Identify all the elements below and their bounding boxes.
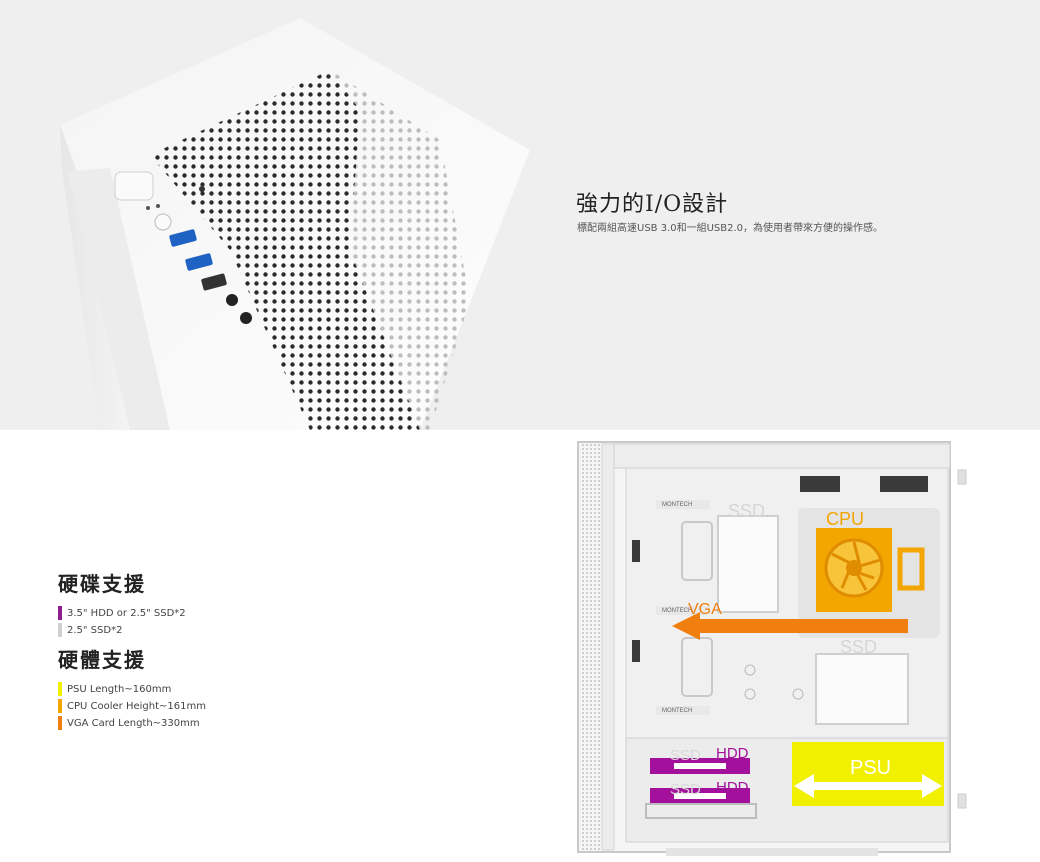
brand-tag-top: MONTECH (662, 502, 693, 508)
ssd-bay-2-label: SSD (670, 781, 701, 798)
hardware-support-heading: 硬體支援 (58, 648, 146, 672)
ssd-color-bar (58, 623, 62, 637)
spec-item-psu: PSU Length~160mm (58, 681, 206, 697)
psu-color-bar (58, 682, 62, 696)
vga-color-bar (58, 716, 62, 730)
ssd-top-label: SSD (728, 501, 766, 521)
storage-support-panel: 硬碟支援 3.5" HDD or 2.5" SSD*2 2.5" SSD*2 (58, 568, 186, 639)
storage-support-heading: 硬碟支援 (58, 572, 146, 596)
io-title: 強力的I/O設計 (576, 192, 729, 217)
hardware-support-list: PSU Length~160mm CPU Cooler Height~161mm… (58, 681, 206, 731)
spec-item-hdd: 3.5" HDD or 2.5" SSD*2 (58, 605, 186, 621)
case-top-io-photo (60, 18, 530, 430)
spec-item-label: VGA Card Length~330mm (67, 717, 200, 729)
brand-tag-middle: MONTECH (662, 608, 693, 614)
ssd-middle-label: SSD (840, 637, 878, 657)
io-banner: 強力的I/O設計 標配兩組高速USB 3.0和一組USB2.0，為使用者帶來方便… (0, 0, 1040, 430)
cpu-color-bar (58, 699, 62, 713)
cpu-label: CPU (826, 509, 865, 529)
spec-item-label: PSU Length~160mm (67, 683, 172, 695)
case-interior-diagram: MONTECH MONTECH MONTECH SSD CPU VGA SSD … (570, 436, 980, 860)
spec-item-label: 2.5" SSD*2 (67, 624, 123, 636)
psu-label: PSU (850, 757, 892, 779)
io-description: 標配兩組高速USB 3.0和一組USB2.0，為使用者帶來方便的操作感。 (577, 223, 884, 234)
spec-item-vga: VGA Card Length~330mm (58, 715, 206, 731)
case-interior-illustration (577, 441, 967, 856)
hardware-support-panel: 硬體支援 PSU Length~160mm CPU Cooler Height~… (58, 644, 206, 732)
spec-item-cpu-cooler: CPU Cooler Height~161mm (58, 698, 206, 714)
brand-tag-bottom: MONTECH (662, 708, 693, 714)
spec-item-label: CPU Cooler Height~161mm (67, 700, 206, 712)
spec-item-ssd: 2.5" SSD*2 (58, 622, 186, 638)
hdd-color-bar (58, 606, 62, 620)
spec-item-label: 3.5" HDD or 2.5" SSD*2 (67, 607, 186, 619)
storage-support-list: 3.5" HDD or 2.5" SSD*2 2.5" SSD*2 (58, 605, 186, 638)
ssd-bay-1-label: SSD (670, 747, 701, 764)
hdd-bay-1-label: HDD (716, 745, 749, 762)
hdd-bay-2-label: HDD (716, 779, 749, 796)
vga-label: VGA (688, 601, 722, 618)
